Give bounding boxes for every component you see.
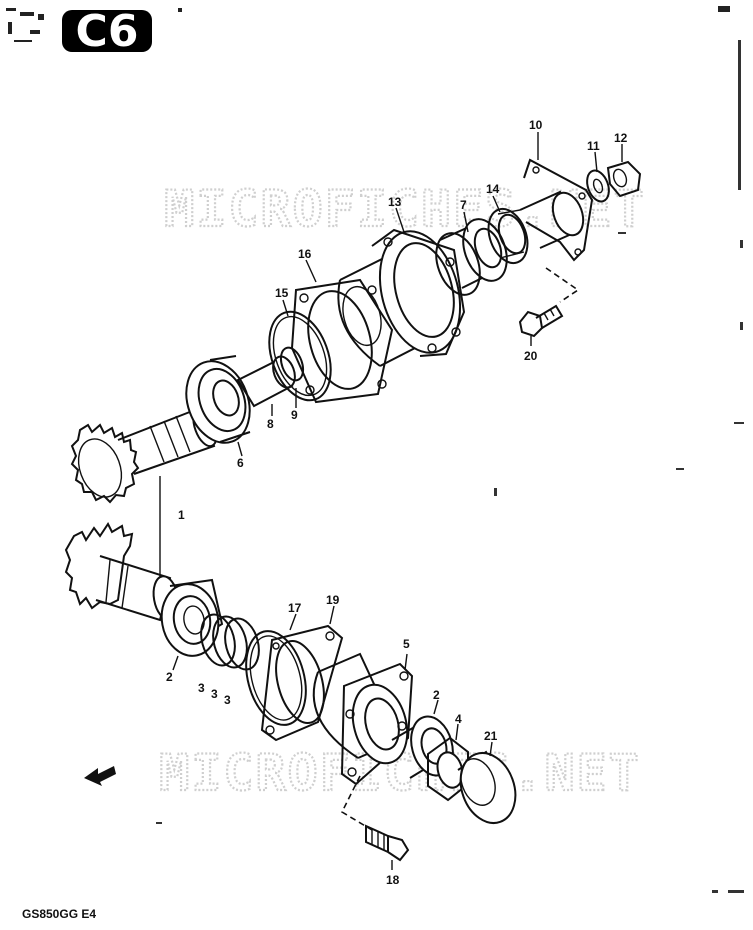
shim-9 (279, 346, 305, 382)
part-label-13: 13 (388, 195, 402, 209)
part-label-3-c: 3 (224, 693, 231, 707)
part-label-21: 21 (484, 729, 498, 743)
bolt-18 (365, 824, 410, 862)
bolt-18-guide-line (340, 775, 373, 831)
washer-11 (586, 169, 610, 203)
front-direction-arrow-icon (84, 766, 116, 786)
part-label-17: 17 (288, 601, 302, 615)
bolt-20-guide-line (545, 267, 580, 303)
part-label-2-right: 2 (433, 688, 440, 702)
cap-21 (457, 750, 517, 824)
part-label-18: 18 (386, 873, 400, 887)
model-code: GS850GG E4 (22, 907, 96, 921)
part-label-1: 1 (178, 508, 185, 522)
section-header: C6 (6, 6, 730, 57)
scan-noise-marks (6, 6, 730, 42)
bearing-2-lower-left (160, 578, 224, 657)
part-label-3-b: 3 (211, 687, 218, 701)
housing-13 (337, 228, 466, 367)
part-label-16: 16 (298, 247, 312, 261)
coupling-flange-10 (519, 158, 594, 262)
part-label-10: 10 (529, 118, 543, 132)
bolt-20 (518, 304, 564, 338)
part-label-8: 8 (267, 417, 274, 431)
part-label-12: 12 (614, 131, 628, 145)
leader-lines (172, 132, 623, 870)
part-label-20: 20 (524, 349, 538, 363)
part-label-7: 7 (460, 198, 467, 212)
shims-3 (200, 613, 260, 671)
part-label-9: 9 (291, 408, 298, 422)
bearing-6 (185, 355, 251, 444)
o-ring-17 (245, 630, 307, 726)
nut-12 (606, 160, 642, 198)
part-label-5: 5 (403, 637, 410, 651)
bearing-7 (435, 218, 508, 296)
section-code: C6 (76, 6, 139, 57)
part-label-14: 14 (486, 182, 500, 196)
part-label-19: 19 (326, 593, 340, 607)
part-number-labels: 1 2 2 3 3 3 4 5 6 7 8 9 10 11 12 13 14 1… (166, 118, 628, 887)
part-label-6: 6 (237, 456, 244, 470)
section-badge (62, 10, 152, 52)
part-label-11: 11 (587, 139, 600, 153)
bearing-14 (487, 207, 529, 265)
part-label-2-left: 2 (166, 670, 173, 684)
part-label-4: 4 (455, 712, 462, 726)
gasket-16 (290, 278, 394, 404)
part-label-15: 15 (275, 286, 289, 300)
housing-5 (312, 652, 414, 786)
part-label-3-a: 3 (198, 681, 205, 695)
margin-scan-marks (156, 40, 744, 893)
gasket-19 (260, 624, 344, 742)
